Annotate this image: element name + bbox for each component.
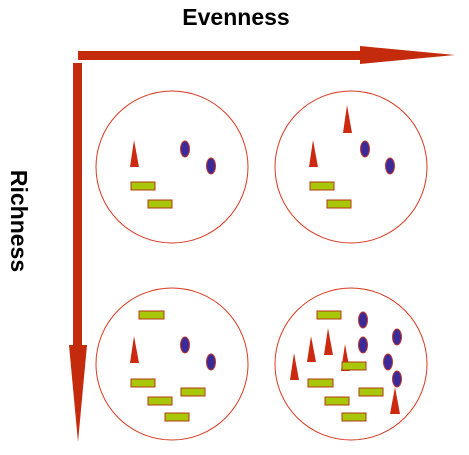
triangle-shape xyxy=(390,387,400,414)
ellipse-shape xyxy=(360,140,370,158)
rectangle-shape xyxy=(316,310,342,320)
rectangle-shape xyxy=(358,387,384,397)
ellipse-shape xyxy=(358,336,368,354)
triangle-shape xyxy=(130,140,139,167)
rectangle-shape xyxy=(130,378,156,388)
rectangle-shape xyxy=(324,396,350,406)
triangle-shape xyxy=(130,336,139,363)
triangle-shape xyxy=(324,328,333,355)
rectangle-shape xyxy=(326,199,352,209)
rectangle-shape xyxy=(307,378,334,388)
x-axis-arrow xyxy=(78,46,455,64)
rectangle-shape xyxy=(309,181,335,191)
rectangle-shape xyxy=(147,396,173,406)
ellipse-shape xyxy=(385,157,395,175)
rectangle-shape xyxy=(164,412,190,422)
panel-low-evenness-low-richness xyxy=(95,90,249,244)
rectangle-shape xyxy=(341,412,367,422)
ellipse-shape xyxy=(180,140,190,158)
panel-high-evenness-low-richness xyxy=(274,90,428,244)
panel-low-evenness-high-richness xyxy=(95,287,249,441)
rectangle-shape xyxy=(138,310,165,320)
x-axis-label: Evenness xyxy=(182,4,289,30)
rectangle-shape xyxy=(130,181,156,191)
ellipse-shape xyxy=(392,370,402,388)
ellipse-shape xyxy=(392,328,402,346)
triangle-shape xyxy=(343,105,352,133)
ellipse-shape xyxy=(383,353,393,371)
panel-high-evenness-high-richness xyxy=(274,287,428,441)
rectangle-shape xyxy=(147,199,173,209)
ellipse-shape xyxy=(206,157,216,175)
ellipse-shape xyxy=(180,336,190,354)
rectangle-shape xyxy=(180,387,206,397)
ellipse-shape xyxy=(358,311,368,329)
triangle-shape xyxy=(290,353,299,380)
y-axis-arrow xyxy=(69,63,87,442)
rectangle-shape xyxy=(341,361,367,371)
triangle-shape xyxy=(307,336,316,362)
triangle-shape xyxy=(309,140,318,167)
ellipse-shape xyxy=(206,353,216,371)
y-axis-label: Richness xyxy=(6,170,32,272)
